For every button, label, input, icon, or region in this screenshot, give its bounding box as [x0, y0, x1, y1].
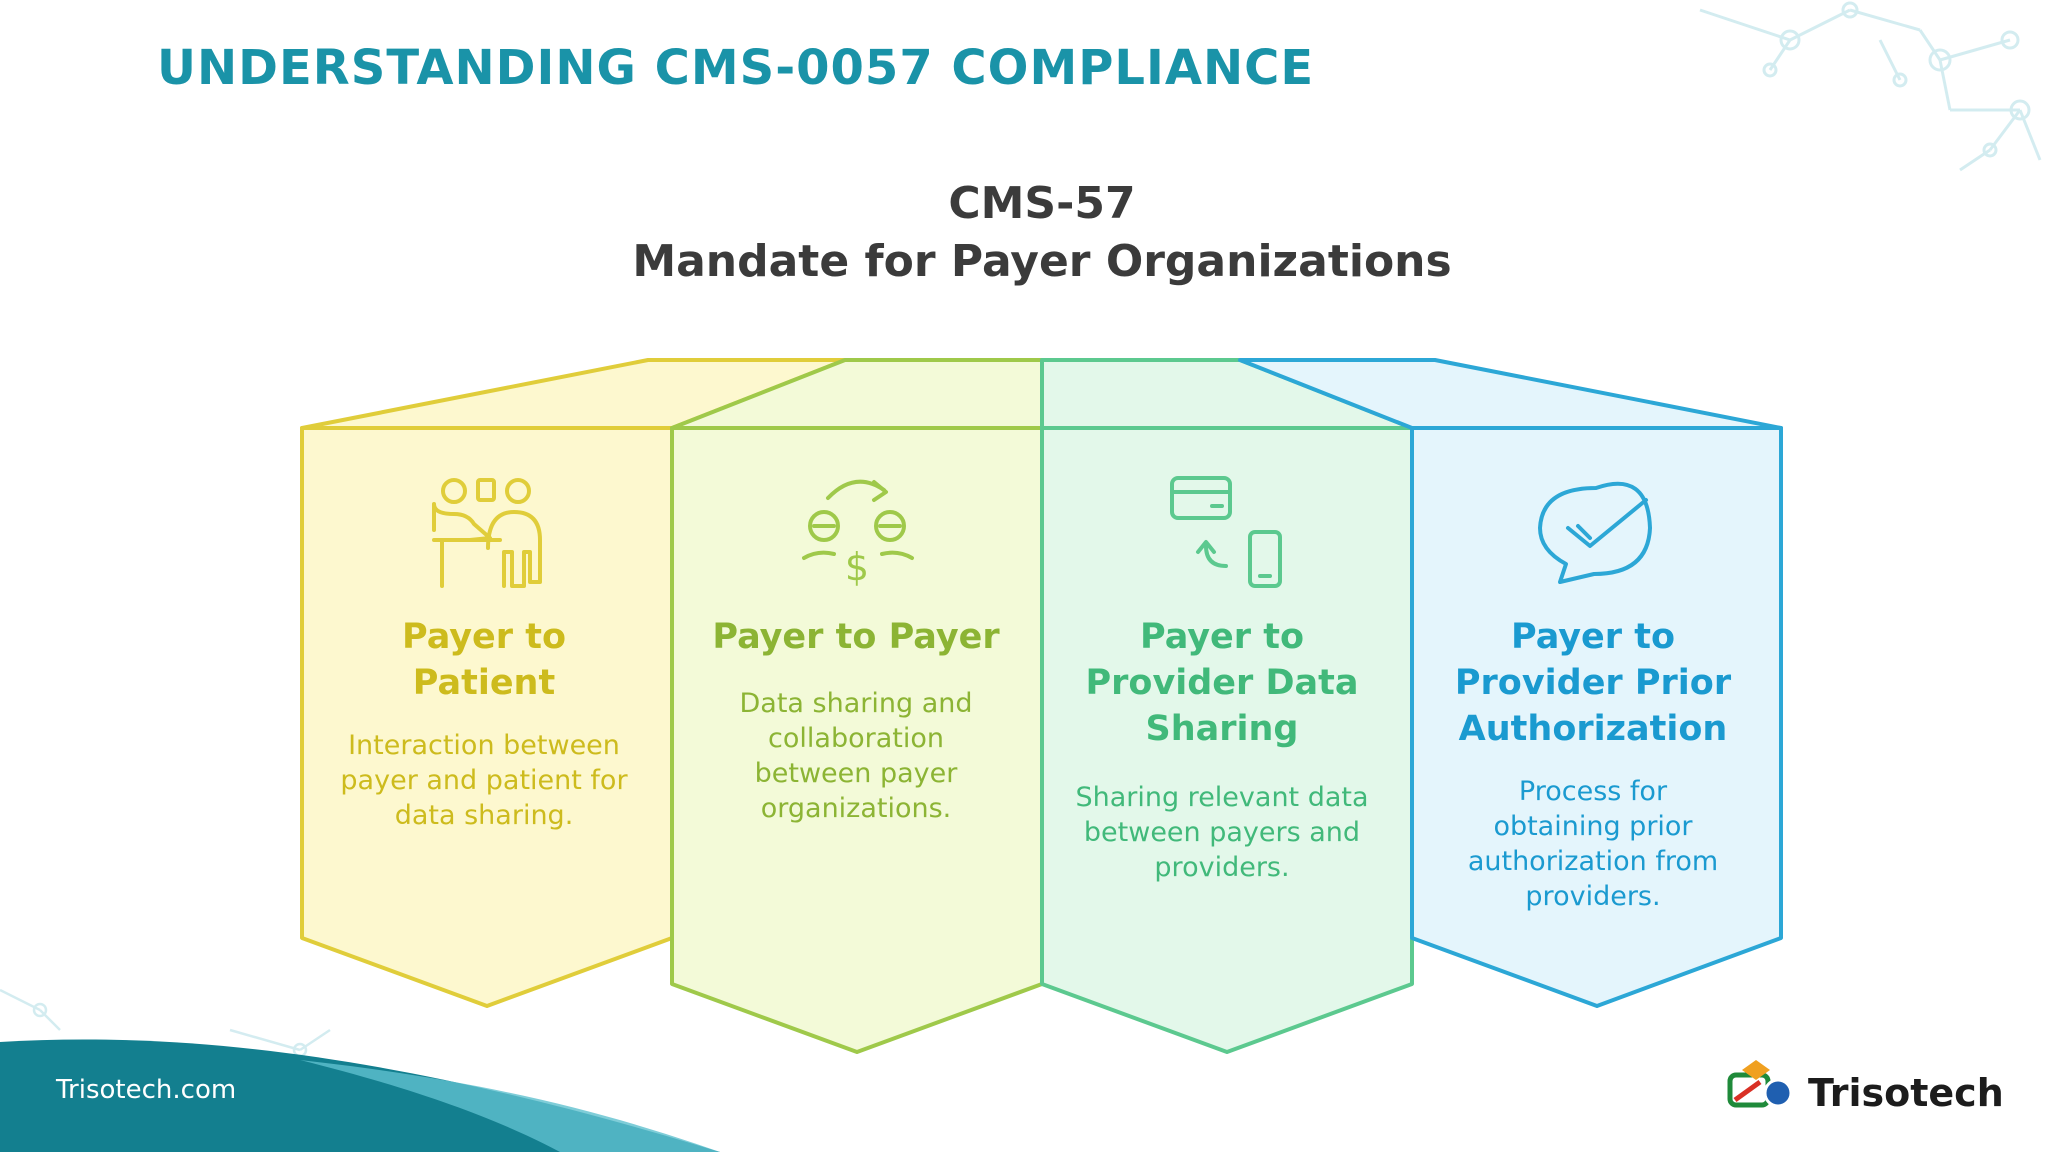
brand-logo-icon	[1730, 1060, 1791, 1106]
brand-name: Trisotech	[1808, 1071, 2004, 1115]
